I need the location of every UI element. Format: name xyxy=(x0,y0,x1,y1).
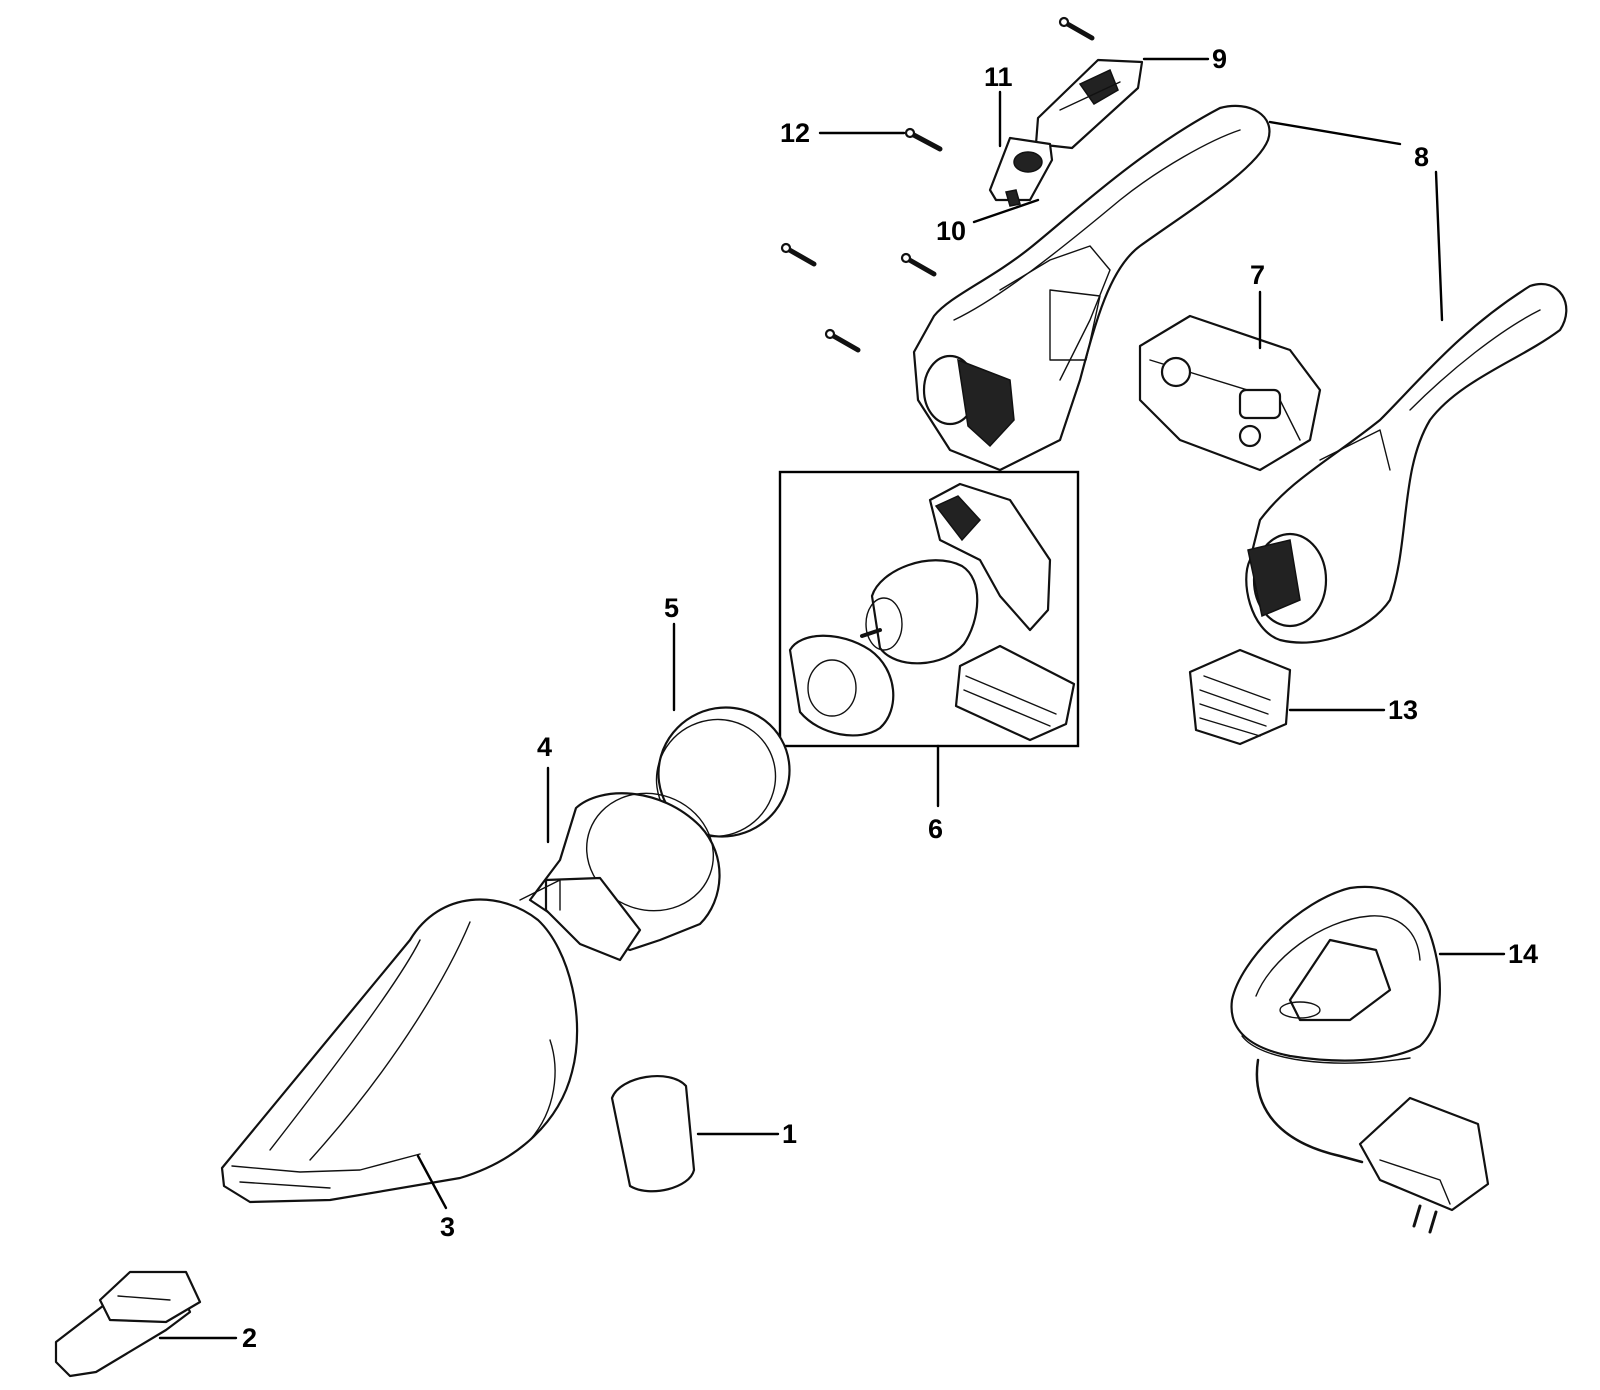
leader-8a xyxy=(1268,120,1402,146)
callout-13: 13 xyxy=(1388,695,1418,725)
leader-lines xyxy=(158,57,1506,1340)
switch-cover xyxy=(1034,58,1144,150)
screw xyxy=(900,252,937,277)
screw xyxy=(780,242,817,267)
screw xyxy=(904,127,943,152)
motor-assembly-box xyxy=(778,470,1080,748)
callout-7: 7 xyxy=(1250,260,1265,290)
housing-left-half xyxy=(912,104,1271,472)
callout-10: 10 xyxy=(936,216,966,246)
leader-10 xyxy=(972,198,1040,224)
callout-2: 2 xyxy=(242,1323,257,1353)
filter-cage xyxy=(519,792,721,962)
leader-3 xyxy=(416,1154,448,1210)
callout-1: 1 xyxy=(782,1119,797,1149)
battery-pack xyxy=(1138,314,1322,472)
charger-cord xyxy=(1255,1058,1364,1164)
exhaust-grille xyxy=(1188,648,1292,746)
motor-assembly xyxy=(788,482,1076,742)
callout-9: 9 xyxy=(1212,44,1227,74)
callout-8: 8 xyxy=(1414,142,1429,172)
housing-right-half xyxy=(1245,283,1568,644)
leader-8b xyxy=(1434,170,1444,322)
callout-5: 5 xyxy=(664,593,679,623)
callout-labels: 1 2 3 4 5 6 7 8 9 10 11 12 13 14 xyxy=(242,44,1538,1353)
callout-4: 4 xyxy=(537,732,552,762)
wall-adapter xyxy=(1358,1096,1490,1234)
callout-11: 11 xyxy=(984,62,1013,92)
callout-14: 14 xyxy=(1508,939,1538,969)
callout-12: 12 xyxy=(780,118,810,148)
switch-button xyxy=(988,136,1054,202)
screw xyxy=(824,328,861,353)
screw xyxy=(1058,16,1095,41)
callout-3: 3 xyxy=(440,1212,455,1242)
charger-base xyxy=(1230,885,1441,1064)
crevice-tool xyxy=(54,1270,202,1378)
spring xyxy=(1005,189,1021,207)
dust-bowl xyxy=(220,898,579,1204)
filter-pad xyxy=(610,1075,696,1193)
callout-6: 6 xyxy=(928,814,943,844)
